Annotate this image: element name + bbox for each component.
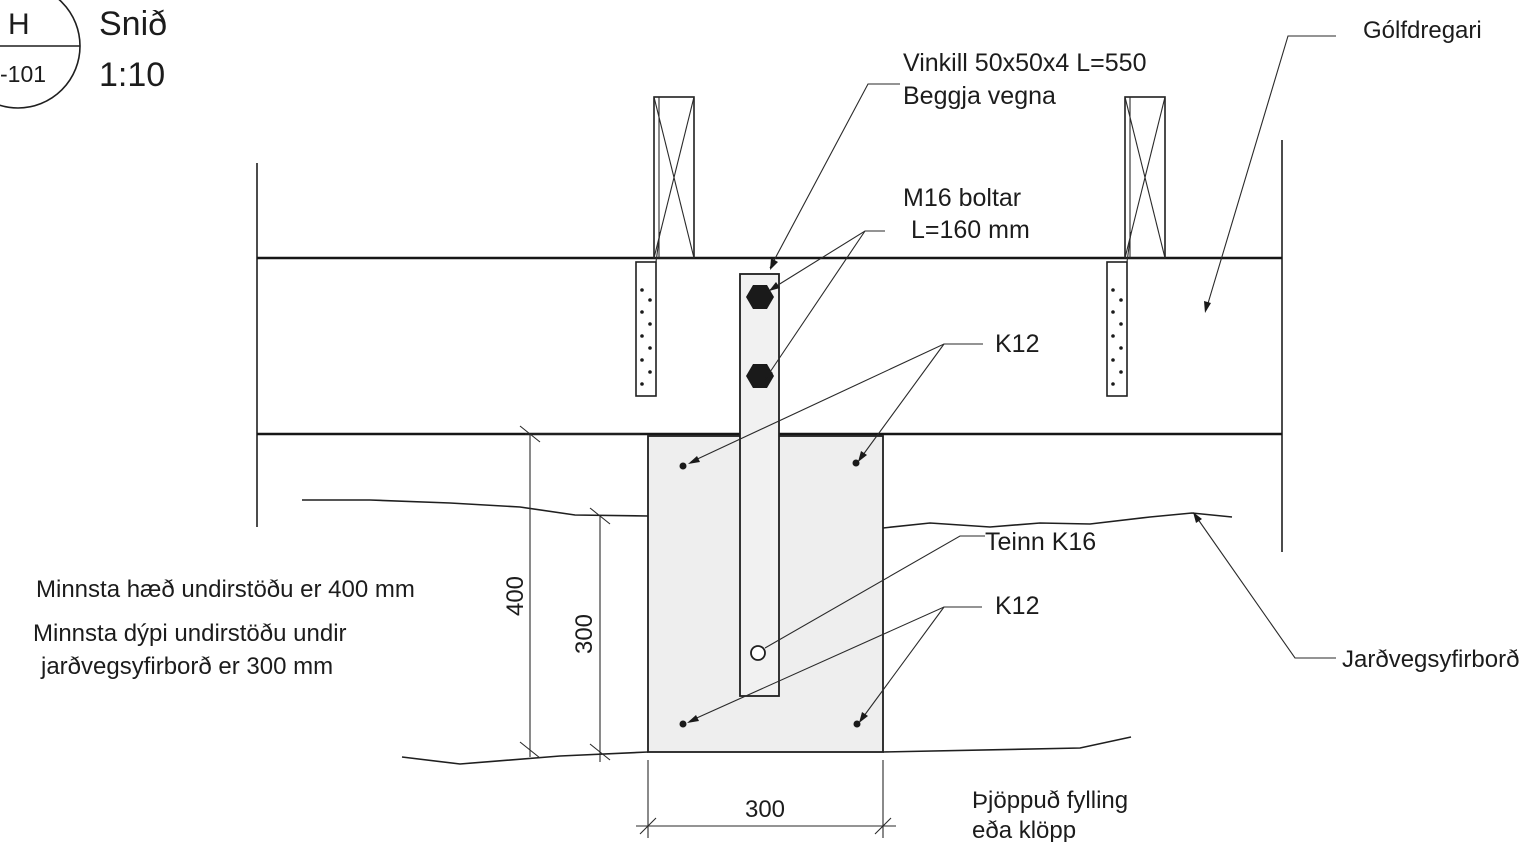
angle-note-label: Beggja vegna [903, 82, 1056, 110]
fill-line-right [882, 736, 1132, 753]
bolt-top [746, 285, 774, 309]
note-min-height: Minnsta hæð undirstöðu er 400 mm [36, 576, 415, 603]
fill-label-line2: eða klöpp [972, 817, 1076, 842]
dimension-width [636, 760, 896, 838]
rebar-top-right [852, 459, 860, 467]
leader-lines [687, 35, 1336, 723]
joist-left [653, 96, 695, 259]
rebar-bottom-left [679, 720, 687, 728]
dimension-depth [589, 507, 611, 762]
rebar-top-label: K12 [995, 330, 1039, 358]
bolts-label: M16 boltar [903, 184, 1021, 212]
joist-hanger-left [635, 231, 661, 397]
beam-label: Gólfdregari [1363, 17, 1482, 44]
ground-surface-left [302, 499, 649, 517]
rebar-bottom-right [853, 720, 861, 728]
section-symbol-letter: H [8, 8, 30, 41]
rebar-bottom-label: K12 [995, 592, 1039, 620]
angle-label: Vinkill 50x50x4 L=550 [903, 49, 1146, 77]
joist-right [1124, 96, 1166, 259]
dimension-width-label: 300 [745, 796, 785, 823]
dowel-k16 [750, 645, 766, 661]
joist-hanger-right [1106, 231, 1132, 397]
fill-line-left [401, 751, 649, 765]
dimension-height-label: 400 [502, 576, 529, 616]
note-min-depth-line1: Minnsta dýpi undirstöðu undir [33, 620, 347, 647]
note-min-depth-line2: jarðvegsyfirborð er 300 mm [40, 653, 333, 680]
dowel-label: Teinn K16 [985, 528, 1096, 556]
section-symbol-reference: -101 [0, 61, 46, 87]
drawing-title: Snið [99, 5, 167, 43]
dimension-height [519, 425, 640, 759]
ground-surface-right [882, 512, 1233, 529]
drawing-scale: 1:10 [99, 56, 165, 94]
ground-label: Jarðvegsyfirborð [1342, 646, 1519, 673]
section-symbol: H -101 [0, 0, 81, 109]
fill-label-line1: Þjöppuð fylling [972, 787, 1128, 814]
dimension-depth-label: 300 [571, 614, 598, 654]
rebar-top-left [679, 462, 687, 470]
steel-angle [739, 273, 780, 697]
bolt-length-label: L=160 mm [911, 216, 1030, 244]
